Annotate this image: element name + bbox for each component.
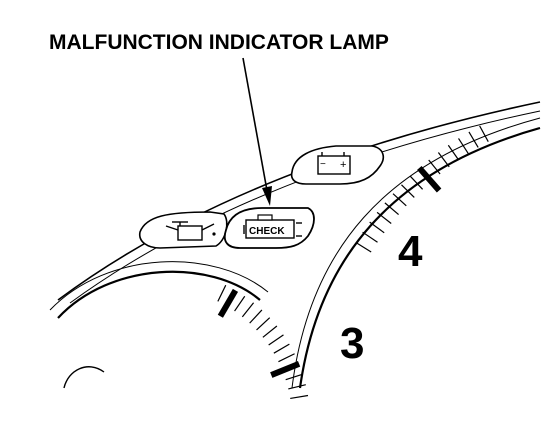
- tach-minor-tick: [384, 202, 399, 216]
- left-gauge-minor-tick: [234, 295, 246, 312]
- battery-icon: − +: [317, 152, 351, 175]
- charging-system-lamp: − +: [290, 145, 385, 185]
- left-gauge-minor-tick: [290, 394, 309, 400]
- battery-minus: −: [320, 159, 326, 170]
- tach-minor-tick: [392, 193, 407, 207]
- left-gauge-minor-tick: [285, 373, 304, 381]
- engine-icon: CHECK: [243, 214, 302, 239]
- tach-major-tick: [417, 165, 442, 193]
- left-gauge-hub: [63, 366, 105, 389]
- tach-minor-tick: [458, 138, 469, 154]
- left-gauge-minor-tick: [278, 353, 295, 363]
- tach-minor-tick: [428, 159, 441, 175]
- battery-plus: +: [340, 159, 346, 171]
- left-gauge-major-tick: [270, 361, 301, 378]
- tachometer-ticks: [355, 125, 489, 253]
- left-gauge-minor-tick: [273, 343, 290, 354]
- left-gauge-major-tick: [217, 288, 239, 318]
- tach-minor-tick: [409, 175, 424, 190]
- left-gauge-minor-tick: [288, 384, 306, 390]
- oil-can-icon: [165, 221, 216, 241]
- tach-numeral-3: 3: [340, 319, 364, 368]
- tach-minor-tick: [479, 125, 489, 142]
- tach-minor-tick: [362, 231, 378, 243]
- check-text: CHECK: [249, 226, 285, 237]
- left-gauge-minor-tick: [268, 334, 284, 346]
- left-gauge-ticks: [217, 284, 309, 400]
- oil-pressure-lamp: [138, 211, 228, 249]
- tachometer-dial: [291, 117, 541, 389]
- bezel-edge: [57, 101, 541, 304]
- tach-minor-tick: [369, 221, 385, 234]
- leader-arrow: [242, 57, 272, 206]
- left-gauge-minor-tick: [249, 309, 263, 324]
- left-gauge-minor-tick: [256, 317, 271, 331]
- callout-label: MALFUNCTION INDICATOR LAMP: [49, 31, 389, 54]
- tach-minor-tick: [355, 241, 372, 253]
- left-gauge-minor-tick: [241, 302, 255, 318]
- tach-minor-tick: [447, 144, 460, 161]
- tach-minor-tick: [437, 152, 450, 168]
- tach-numeral-4: 4: [398, 227, 423, 276]
- tach-minor-tick: [376, 211, 392, 225]
- left-gauge-minor-tick: [217, 284, 227, 302]
- tach-minor-tick: [401, 184, 415, 198]
- malfunction-indicator-lamp: CHECK: [223, 207, 315, 249]
- left-gauge-minor-tick: [262, 325, 278, 338]
- tach-minor-tick: [468, 131, 479, 148]
- left-gauge: [49, 261, 309, 400]
